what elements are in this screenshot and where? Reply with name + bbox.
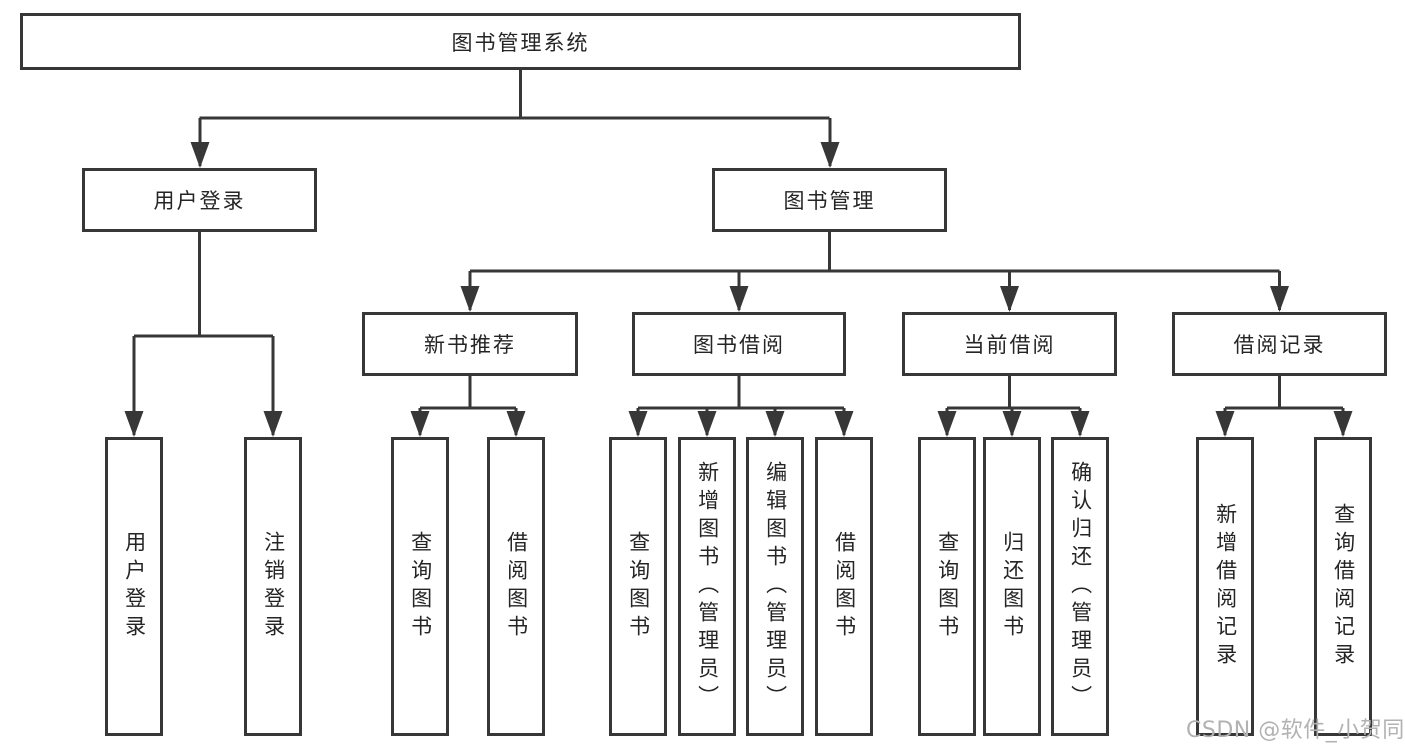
leaf-return-books-label: 归还图书 xyxy=(1000,530,1025,643)
leaf-add-book-admin-label: 新增图书（管理员） xyxy=(695,460,720,713)
leaf-borrow-query-books-label: 查询图书 xyxy=(626,530,651,643)
node-current-borrow-label: 当前借阅 xyxy=(963,333,1056,357)
leaf-current-query-books: 查询图书 xyxy=(918,437,976,736)
leaf-recommend-borrow-books: 借阅图书 xyxy=(487,437,545,736)
leaf-return-books: 归还图书 xyxy=(983,437,1041,736)
leaf-user-login: 用户登录 xyxy=(105,437,163,736)
leaf-add-book-admin: 新增图书（管理员） xyxy=(678,437,736,736)
node-user-login: 用户登录 xyxy=(82,168,317,232)
leaf-add-borrow-record: 新增借阅记录 xyxy=(1196,437,1254,736)
arrowheads xyxy=(124,142,1353,437)
node-borrow-records-label: 借阅记录 xyxy=(1233,333,1326,357)
leaf-confirm-return-admin-label: 确认归还（管理员） xyxy=(1068,460,1093,713)
node-current-borrow: 当前借阅 xyxy=(902,312,1117,376)
node-book-borrow: 图书借阅 xyxy=(632,312,846,376)
leaf-recommend-query-books: 查询图书 xyxy=(391,437,449,736)
leaf-logout-label: 注销登录 xyxy=(261,530,286,643)
node-root-system-label: 图书管理系统 xyxy=(451,30,590,55)
node-root-system: 图书管理系统 xyxy=(20,13,1021,70)
leaf-query-borrow-record: 查询借阅记录 xyxy=(1314,437,1372,736)
node-book-management: 图书管理 xyxy=(712,168,947,232)
node-book-management-label: 图书管理 xyxy=(783,189,876,213)
leaf-logout: 注销登录 xyxy=(244,437,302,736)
node-user-login-label: 用户登录 xyxy=(153,189,246,213)
leaf-user-login-label: 用户登录 xyxy=(122,530,147,643)
leaf-borrow-books: 借阅图书 xyxy=(815,437,873,736)
leaf-borrow-books-label: 借阅图书 xyxy=(832,530,857,643)
node-new-book-recommend-label: 新书推荐 xyxy=(424,333,516,357)
csdn-watermark: CSDN @软件_小贺同学 xyxy=(1186,718,1405,743)
leaf-query-borrow-record-label: 查询借阅记录 xyxy=(1331,502,1356,671)
node-book-borrow-label: 图书借阅 xyxy=(693,333,785,357)
leaf-edit-book-admin-label: 编辑图书（管理员） xyxy=(763,460,788,713)
leaf-borrow-query-books: 查询图书 xyxy=(609,437,667,736)
node-borrow-records: 借阅记录 xyxy=(1172,312,1387,376)
leaf-edit-book-admin: 编辑图书（管理员） xyxy=(746,437,804,736)
leaf-add-borrow-record-label: 新增借阅记录 xyxy=(1213,502,1238,671)
node-new-book-recommend: 新书推荐 xyxy=(362,312,578,376)
leaf-current-query-books-label: 查询图书 xyxy=(935,530,960,643)
leaf-recommend-query-books-label: 查询图书 xyxy=(408,530,433,643)
leaf-recommend-borrow-books-label: 借阅图书 xyxy=(504,530,529,643)
leaf-confirm-return-admin: 确认归还（管理员） xyxy=(1051,437,1109,736)
